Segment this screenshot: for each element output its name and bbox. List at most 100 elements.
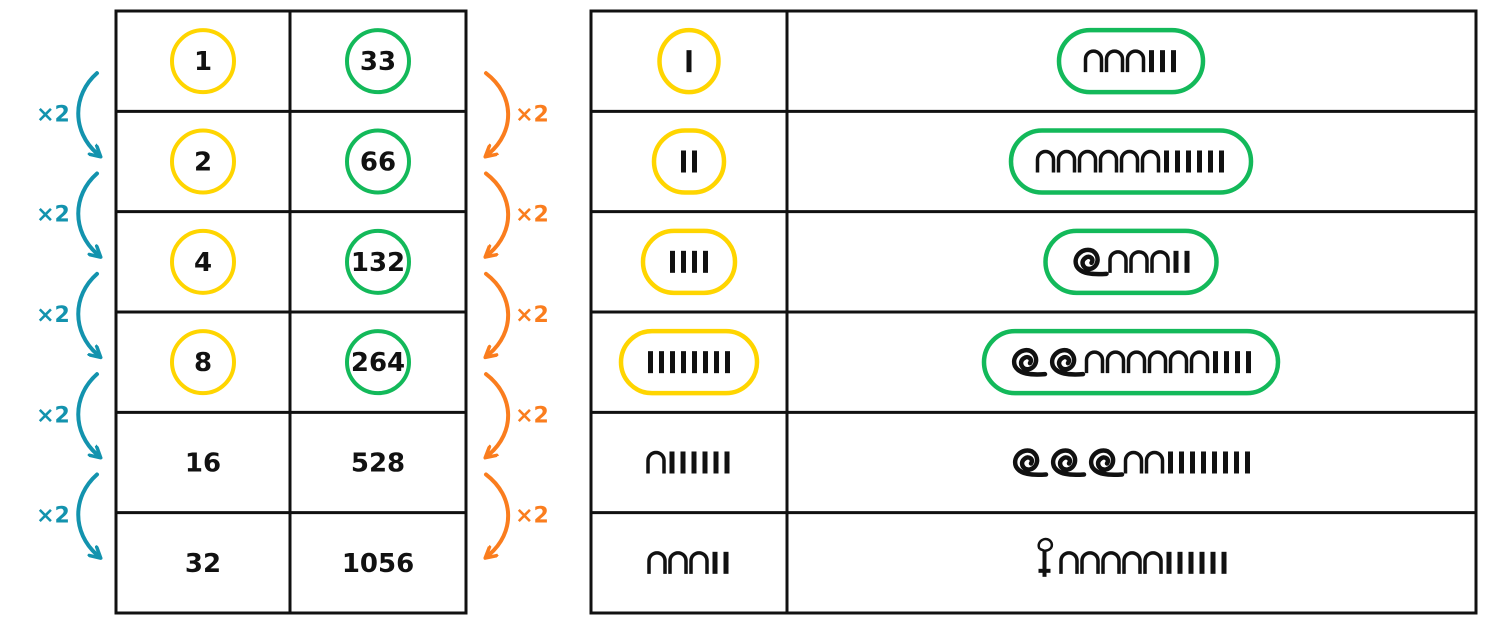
stroke-glyph-icon [724,451,730,474]
stroke-glyph-icon [681,250,686,273]
stroke-glyph-icon [1213,351,1218,374]
heel-bone-glyph-icon [1035,149,1056,173]
heel-bone-glyph-icon [1122,551,1142,574]
stroke-glyph-icon [1164,150,1169,173]
stroke-glyph-icon [1184,250,1190,273]
green-circle-highlight [345,128,411,195]
heel-bone-glyph-icon [1080,551,1100,574]
stroke-glyph-icon [659,351,664,374]
heel-bone-glyph-icon [1168,350,1189,374]
stroke-glyph-icon [703,351,708,374]
heel-bone-glyph-icon [689,551,709,574]
blue-curved-arrow [76,472,97,554]
green-highlight-box [981,328,1281,396]
stroke-glyph-icon [1168,451,1173,474]
heel-bone-glyph-icon [1147,350,1168,374]
stroke-glyph-icon [681,351,686,374]
yellow-highlight-box [651,128,727,195]
heel-bone-glyph-icon [1123,450,1144,474]
lotus-glyph-icon [1037,537,1054,577]
stroke-glyph-icon [713,451,719,474]
arabic-row: 2 66 [170,128,411,195]
product-value: 66 [360,147,396,177]
stroke-glyph-icon [648,351,653,374]
stroke-glyph-icon [1221,551,1227,574]
yellow-highlight-box [640,228,738,296]
right-doubling-arrows: ×2 ×2 ×2 ×2 ×2 [486,71,549,555]
heel-bone-glyph-icon [1150,250,1170,273]
doubling-value: 8 [194,348,212,378]
left-doubling-arrows: ×2×2×2×2×2 [36,71,97,555]
stroke-glyph-icon [1201,451,1206,474]
orange-multiplier-label: ×2 [515,504,549,529]
product-value: 132 [351,248,405,278]
stroke-glyph-icon [1246,351,1251,374]
stroke-glyph-icon [686,50,692,73]
hieroglyph-row [651,128,1254,195]
product-value: 33 [360,47,396,77]
stroke-glyph-icon [1179,451,1184,474]
stroke-glyph-icon [1208,150,1213,173]
doubling-value: 1 [194,47,212,77]
stroke-glyph-icon [1177,551,1183,574]
orange-curved-arrow [486,271,511,354]
blue-multiplier-label: ×2 [36,403,70,428]
orange-multiplier-label: ×2 [515,203,549,228]
stroke-glyph-icon [702,451,708,474]
orange-multiplier-label: ×2 [515,403,549,428]
heel-bone-glyph-icon [1144,450,1165,474]
heel-bone-glyph-icon [1140,149,1161,173]
doubling-value: 32 [185,549,221,579]
heel-bone-glyph-icon [668,551,688,574]
stroke-glyph-icon [725,351,730,374]
orange-multiplier-label: ×2 [515,102,549,127]
blue-multiplier-label: ×2 [36,102,70,127]
coiled-rope-glyph-icon [1011,347,1048,377]
blue-multiplier-label: ×2 [36,303,70,328]
coiled-rope-glyph-icon [1050,448,1087,478]
stroke-glyph-icon [1160,50,1165,73]
orange-curved-arrow [486,372,511,454]
heel-bone-glyph-icon [1077,149,1098,173]
hieroglyph-row [657,27,1206,95]
stroke-glyph-icon [692,150,697,173]
yellow-circle-highlight [170,228,236,295]
stroke-glyph-icon [703,250,708,273]
stroke-glyph-icon [1188,551,1194,574]
stroke-glyph-icon [714,351,719,374]
stroke-glyph-icon [692,351,697,374]
doubling-value: 2 [194,147,212,177]
stroke-glyph-icon [1171,50,1176,73]
heel-bone-glyph-icon [1125,49,1146,73]
orange-curved-arrow [486,472,511,554]
stroke-glyph-icon [1186,150,1191,173]
stroke-glyph-icon [712,551,718,574]
heel-bone-glyph-icon [1084,350,1105,374]
stroke-glyph-icon [669,451,675,474]
orange-multiplier-label: ×2 [515,303,549,328]
stroke-glyph-icon [1190,451,1195,474]
green-highlight-box [1056,27,1206,95]
heel-bone-glyph-icon [1083,49,1104,73]
hieroglyph-row [646,448,1250,478]
heel-bone-glyph-icon [1108,250,1128,273]
stroke-glyph-icon [1210,551,1216,574]
green-highlight-box [1043,228,1219,296]
green-circle-highlight [345,329,411,396]
product-value: 264 [351,348,405,378]
heel-bone-glyph-icon [1143,551,1163,574]
stroke-glyph-icon [1212,451,1217,474]
stroke-glyph-icon [1175,150,1180,173]
coiled-rope-glyph-icon [1088,448,1125,478]
blue-multiplier-label: ×2 [36,203,70,228]
stroke-glyph-icon [680,451,686,474]
stroke-glyph-icon [692,250,697,273]
stroke-glyph-icon [1223,451,1228,474]
orange-curved-arrow [486,71,511,153]
stroke-glyph-icon [670,351,675,374]
yellow-highlight-box [657,27,721,95]
